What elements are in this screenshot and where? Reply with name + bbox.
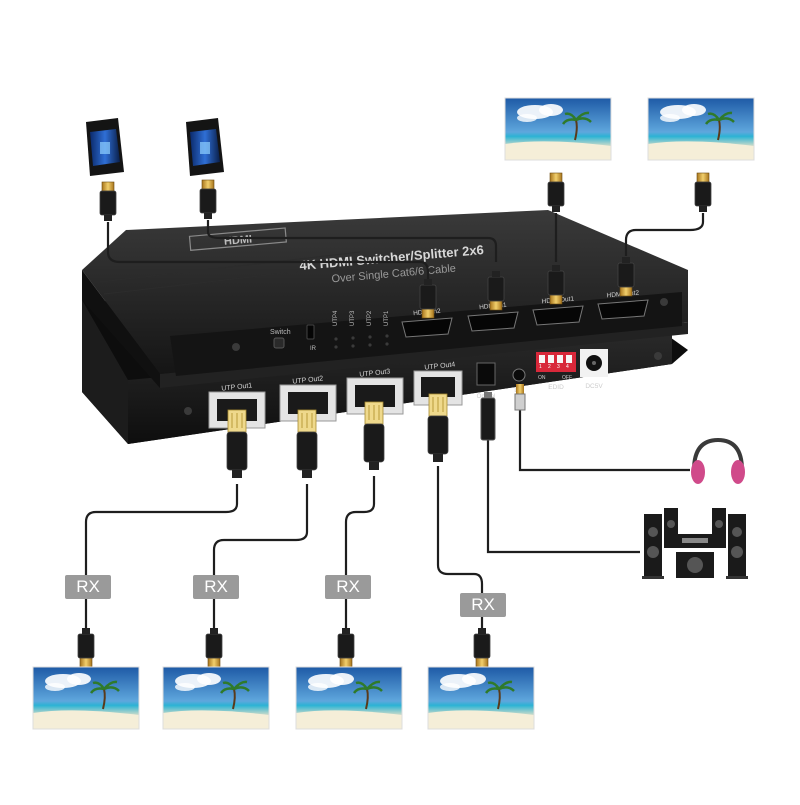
edid-dip-switch[interactable] <box>536 352 576 372</box>
tv-display-icon <box>161 665 271 731</box>
tv-display-icon <box>294 665 404 731</box>
dc-power-port[interactable] <box>580 349 608 377</box>
tv-display-icon <box>31 665 141 731</box>
hdmi-in1-port[interactable] <box>467 311 519 332</box>
dip-2-label: 2 <box>548 364 551 370</box>
hdmi-plug-icon <box>547 172 565 213</box>
status-leds <box>334 334 389 349</box>
dip-1-label: 1 <box>539 364 542 370</box>
dip-on-label: ON <box>538 375 546 381</box>
optical-port[interactable] <box>476 362 496 386</box>
hdmi-plug-icon <box>694 172 712 213</box>
hdmi-plug-icon <box>473 627 491 668</box>
rj45-plug-icon <box>363 401 385 471</box>
utp4-led-label: UTP4 <box>333 310 339 326</box>
rx-receiver-badge-3: RX <box>325 575 371 599</box>
rx-receiver-badge-1: RX <box>65 575 111 599</box>
hdmi-plug-icon <box>547 264 565 305</box>
headphones-icon <box>691 437 745 484</box>
rj45-plug-icon <box>296 409 318 479</box>
hdmi-out2-port[interactable] <box>597 299 649 320</box>
switch-label: Switch <box>270 329 291 336</box>
utp-out3-label: UTP Out3 <box>359 368 391 378</box>
hdmi-out1-port[interactable] <box>532 305 584 326</box>
cables <box>84 213 705 628</box>
utp1-led-label: UTP1 <box>384 310 390 326</box>
edid-label: EDID <box>548 384 564 391</box>
tv-display-icon <box>426 665 536 731</box>
utp2-led-label: UTP2 <box>367 310 373 326</box>
switch-button[interactable] <box>273 337 285 349</box>
hdmi-logo <box>188 227 287 251</box>
utp3-led-label: UTP3 <box>350 310 356 326</box>
speaker-system-icon <box>642 508 748 579</box>
hdmi-plug-icon <box>617 256 635 297</box>
ir-sensor <box>306 324 315 340</box>
rj45-plug-icon <box>226 409 248 479</box>
hdmi-plug-icon <box>419 278 437 319</box>
tv-display-icon <box>646 96 756 162</box>
audio-plug-icon <box>514 384 526 411</box>
hdmi-plug-icon <box>487 270 505 311</box>
ir-label: IR <box>310 346 317 352</box>
dip-4-label: 4 <box>566 364 569 370</box>
hdmi-plug-icon <box>99 181 117 222</box>
hdmi-plug-icon <box>205 627 223 668</box>
power-label: DC5V <box>585 383 603 390</box>
hdmi-plug-icon <box>77 627 95 668</box>
utp-out2-label: UTP Out2 <box>292 375 324 385</box>
pc-tower-icon <box>186 118 224 176</box>
dip-off-label: OFF <box>562 375 572 381</box>
utp-out4-port[interactable] <box>413 370 463 406</box>
hdmi-plug-icon <box>199 179 217 220</box>
rj45-plug-icon <box>427 393 449 463</box>
hdmi-in2-port[interactable] <box>401 317 453 338</box>
audio-lr-port[interactable] <box>512 368 526 382</box>
rx-receiver-badge-2: RX <box>193 575 239 599</box>
dip-3-label: 3 <box>557 364 560 370</box>
rx-receiver-badge-4: RX <box>460 593 506 617</box>
hdmi-logo-text: HDMI <box>224 233 253 247</box>
utp-out1-label: UTP Out1 <box>221 382 253 392</box>
utp-out4-label: UTP Out4 <box>424 361 456 371</box>
tv-display-icon <box>503 96 613 162</box>
hdmi-plug-icon <box>337 627 355 668</box>
pc-tower-icon <box>86 118 124 176</box>
optical-plug-icon <box>480 392 496 441</box>
